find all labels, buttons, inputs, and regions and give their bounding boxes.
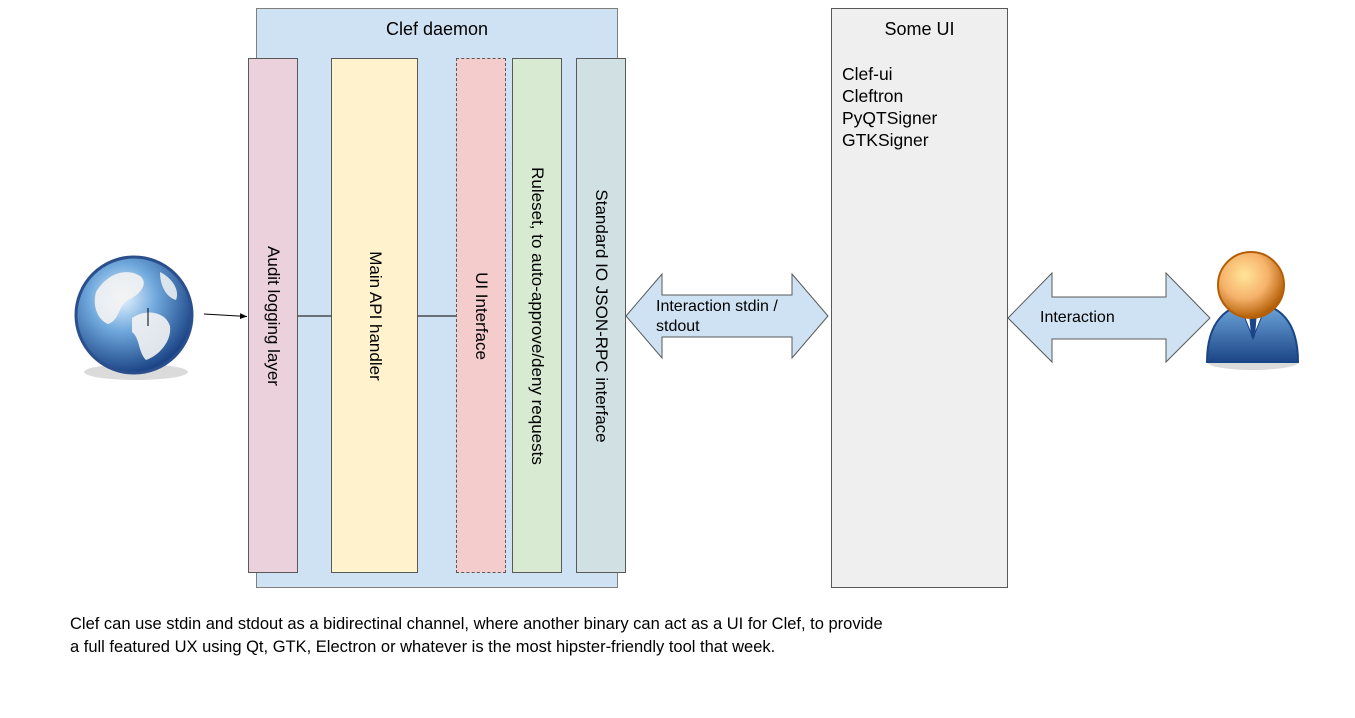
some-ui-item: GTKSigner <box>842 130 929 150</box>
main-api-handler-layer: Main API handler <box>331 58 418 573</box>
ui-interface-layer: UI Interface <box>456 58 506 573</box>
globe-icon <box>74 255 194 380</box>
user-double-arrow <box>1007 271 1211 364</box>
some-ui-item: Cleftron <box>842 86 904 106</box>
some-ui-item: PyQTSigner <box>842 108 938 128</box>
stdio-jsonrpc-layer: Standard IO JSON-RPC interface <box>576 58 626 573</box>
user-interaction-label: Interaction <box>1040 309 1115 326</box>
diagram-caption: Clef can use stdin and stdout as a bidir… <box>70 615 883 656</box>
user-icon <box>1205 251 1300 370</box>
some-ui-item: Clef-ui <box>842 64 893 84</box>
ruleset-layer: Ruleset, to auto-approve/deny requests <box>512 58 562 573</box>
some-ui-box: Some UI Clef-ui Cleftron PyQTSigner GTKS… <box>831 8 1008 588</box>
some-ui-title: Some UI <box>884 19 955 39</box>
stdio-interaction-label: Interaction stdin / stdout <box>656 298 778 335</box>
audit-logging-layer: Audit logging layer <box>248 58 298 573</box>
stdio-double-arrow <box>625 272 829 360</box>
request-connector <box>203 313 248 320</box>
some-ui-list: Clef-ui Cleftron PyQTSigner GTKSigner <box>842 63 937 151</box>
clef-daemon-title: Clef daemon <box>385 19 489 39</box>
